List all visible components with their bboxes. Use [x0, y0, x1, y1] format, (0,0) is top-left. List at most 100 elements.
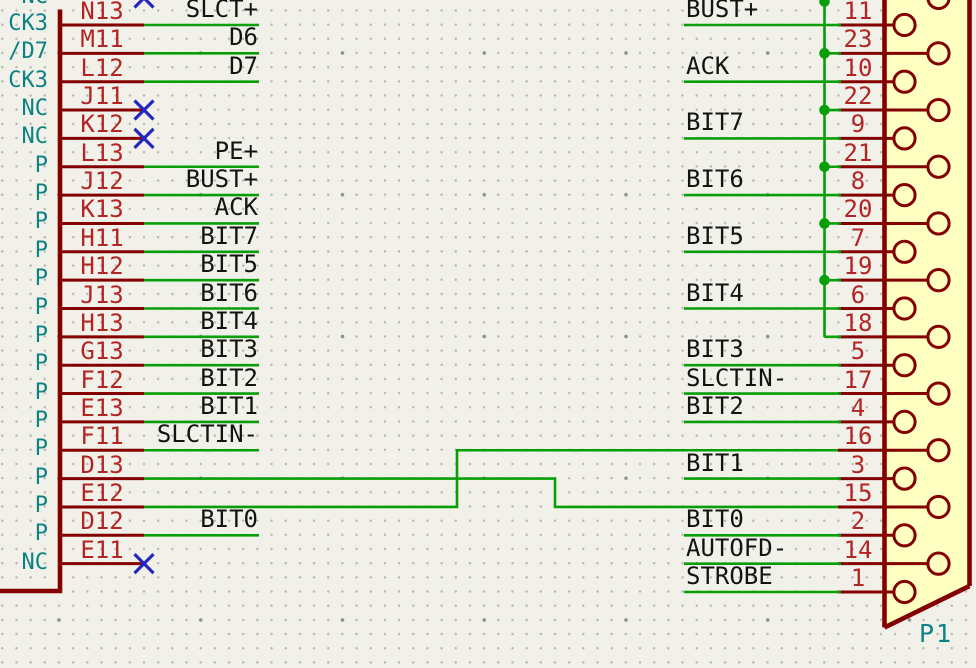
- connector-pin-circle[interactable]: [926, 97, 951, 123]
- net-label[interactable]: PE+: [214, 136, 258, 165]
- net-label[interactable]: BIT4: [200, 306, 258, 335]
- ic-pin-number[interactable]: E11: [80, 535, 124, 564]
- connector-pin-number[interactable]: 3: [850, 450, 866, 479]
- connector-pin-circle[interactable]: [892, 466, 917, 491]
- ic-pin-number[interactable]: M11: [80, 25, 124, 54]
- ic-pin-name[interactable]: CK3: [8, 11, 48, 36]
- net-label[interactable]: SLCTIN-: [156, 420, 258, 449]
- connector-pin-circle[interactable]: [926, 324, 951, 349]
- connector-pin-circle[interactable]: [892, 126, 917, 151]
- connector-pin-circle[interactable]: [926, 551, 951, 576]
- connector-reference[interactable]: P1: [919, 619, 954, 648]
- ic-pin-name[interactable]: P: [34, 322, 48, 348]
- connector-pin-circle[interactable]: [926, 211, 951, 236]
- net-label[interactable]: ACK: [686, 51, 730, 80]
- net-label[interactable]: BIT3: [686, 335, 744, 364]
- connector-pin-number[interactable]: 22: [843, 82, 873, 111]
- ic-pin-number[interactable]: K12: [80, 110, 124, 139]
- connector-pin-circle[interactable]: [926, 154, 951, 179]
- connector-bottom-bevel[interactable]: [883, 583, 971, 630]
- ic-pin-number[interactable]: E13: [80, 393, 124, 422]
- ic-pin-name[interactable]: P: [34, 436, 48, 462]
- net-label[interactable]: BIT6: [200, 278, 258, 307]
- connector-pin-number[interactable]: 23: [843, 25, 873, 54]
- connector-pin-circle[interactable]: [892, 69, 917, 94]
- connector-pin-number[interactable]: 18: [843, 308, 873, 337]
- connector-pin-circle[interactable]: [892, 239, 917, 264]
- connector-pin-number[interactable]: 17: [843, 365, 873, 394]
- connector-pin-number[interactable]: 15: [843, 478, 873, 507]
- net-label[interactable]: D7: [229, 51, 258, 80]
- connector-pin-number[interactable]: 14: [843, 535, 873, 564]
- connector-pin-circle[interactable]: [926, 41, 951, 66]
- net-label[interactable]: BIT6: [686, 165, 744, 194]
- connector-pin-circle[interactable]: [892, 523, 917, 548]
- ic-pin-name[interactable]: CK3: [8, 67, 48, 93]
- no-connect-icon[interactable]: [133, 0, 154, 9]
- connector-pin-number[interactable]: 6: [850, 280, 866, 309]
- connector-pin-circle[interactable]: [892, 409, 917, 434]
- net-label[interactable]: SLCTIN-: [686, 363, 788, 392]
- ic-pin-name[interactable]: NC: [21, 124, 49, 150]
- connector-pin-number[interactable]: 8: [850, 167, 866, 196]
- ic-pin-number[interactable]: D12: [80, 507, 124, 536]
- no-connect-icon[interactable]: [133, 99, 155, 121]
- ic-pin-number[interactable]: L12: [80, 53, 124, 82]
- no-connect-icon[interactable]: [135, 0, 155, 9]
- net-label[interactable]: SLCT+: [185, 0, 258, 23]
- net-label[interactable]: BIT5: [686, 221, 744, 250]
- ic-pin-name[interactable]: P: [34, 407, 48, 433]
- ic-pin-number[interactable]: F12: [80, 365, 124, 394]
- connector-pin-number[interactable]: 7: [850, 223, 866, 252]
- ic-pin-name[interactable]: P: [34, 521, 48, 547]
- ic-pin-name[interactable]: NC: [21, 96, 49, 122]
- ic-pin-number[interactable]: H13: [80, 308, 124, 337]
- connector-pin-number[interactable]: 19: [843, 252, 873, 281]
- ic-pin-name[interactable]: P: [34, 181, 48, 207]
- connector-pin-circle[interactable]: [926, 438, 951, 463]
- connector-pin-number[interactable]: 16: [843, 422, 873, 451]
- connector-pin-circle[interactable]: [926, 0, 951, 11]
- net-label[interactable]: BIT0: [686, 505, 744, 534]
- net-label[interactable]: AUTOFD-: [686, 533, 788, 562]
- ic-pin-name[interactable]: P: [34, 266, 48, 292]
- net-label[interactable]: ACK: [214, 193, 258, 222]
- connector-pin-number[interactable]: 9: [850, 110, 866, 139]
- no-connect-icon[interactable]: [133, 127, 155, 150]
- connector-pin-circle[interactable]: [926, 381, 951, 406]
- net-label[interactable]: BIT1: [686, 448, 744, 477]
- net-label[interactable]: BIT7: [686, 108, 744, 137]
- connector-pin-number[interactable]: 21: [843, 138, 873, 167]
- ic-pin-name[interactable]: P: [34, 209, 48, 235]
- ic-pin-number[interactable]: K13: [80, 195, 124, 224]
- connector-pin-circle[interactable]: [892, 353, 917, 378]
- connector-pin-circle[interactable]: [926, 268, 951, 293]
- ic-pin-number[interactable]: J13: [80, 280, 124, 309]
- ic-pin-name[interactable]: NC: [0, 0, 49, 10]
- connector-pin-number[interactable]: 5: [850, 337, 866, 366]
- ic-pin-number[interactable]: G13: [80, 337, 124, 366]
- net-label[interactable]: BIT2: [200, 363, 258, 392]
- net-label[interactable]: BIT3: [200, 335, 258, 364]
- net-label[interactable]: BIT0: [200, 505, 258, 534]
- ic-pin-name[interactable]: NC: [21, 549, 49, 575]
- ic-pin-number[interactable]: N13: [80, 0, 124, 25]
- ic-pin-number[interactable]: J11: [80, 82, 124, 111]
- ic-pin-number[interactable]: H12: [80, 252, 124, 281]
- route-wire[interactable]: [144, 477, 841, 509]
- connector-pin-circle[interactable]: [892, 579, 917, 605]
- ic-pin-name[interactable]: P: [34, 351, 48, 377]
- no-connect-icon[interactable]: [133, 553, 155, 575]
- route-wire[interactable]: [144, 448, 841, 509]
- ic-pin-number[interactable]: E12: [80, 478, 124, 507]
- ic-pin-number[interactable]: J12: [80, 167, 124, 196]
- connector-pin-number[interactable]: 11: [843, 0, 873, 25]
- connector-pin-number[interactable]: 4: [850, 393, 866, 422]
- net-label[interactable]: D6: [229, 23, 258, 52]
- connector-pin-number[interactable]: 10: [843, 53, 873, 82]
- connector-pin-circle[interactable]: [892, 12, 917, 38]
- connector-pin-circle[interactable]: [892, 183, 917, 208]
- ic-pin-name[interactable]: P: [34, 152, 48, 178]
- ic-pin-number[interactable]: D13: [80, 450, 124, 479]
- ic-pin-number[interactable]: H11: [80, 223, 124, 252]
